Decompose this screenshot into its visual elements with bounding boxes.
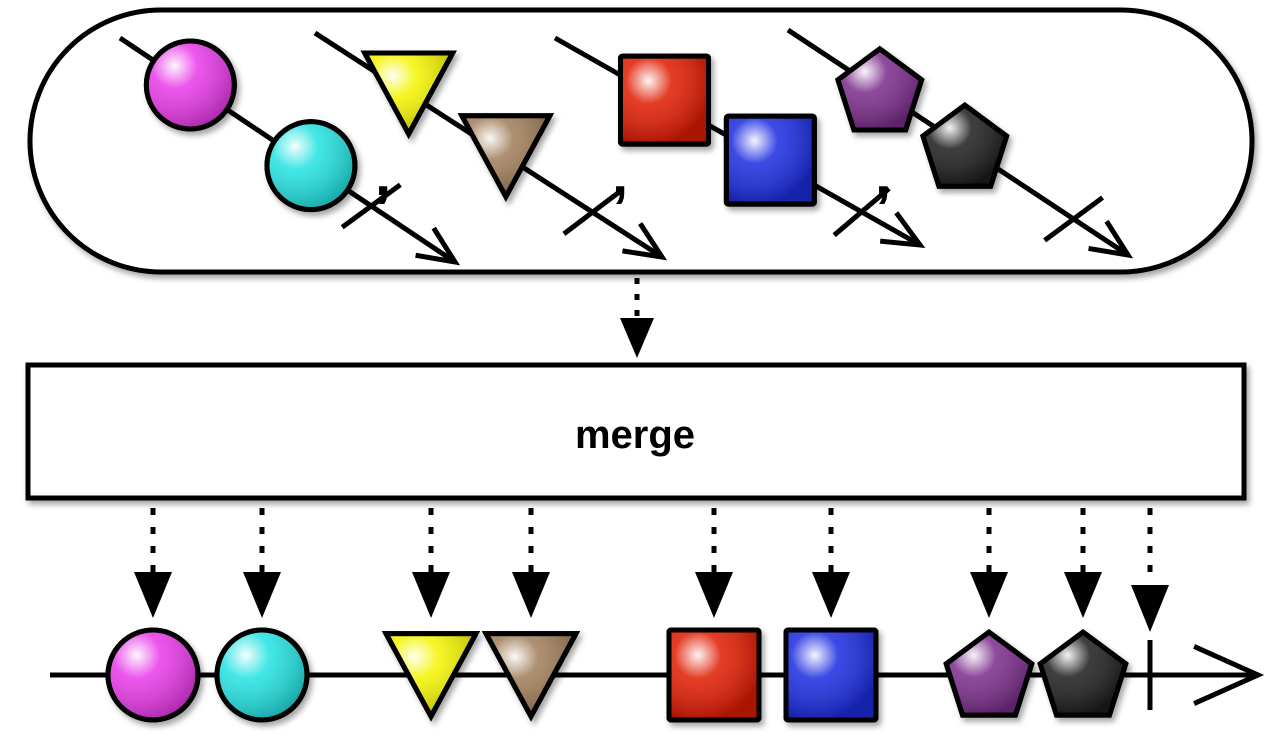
circle-marble	[143, 38, 237, 132]
operator-label: merge	[575, 413, 695, 457]
pentagon-marble	[835, 45, 925, 133]
emission-arrow	[970, 508, 1008, 618]
square-marble	[618, 53, 711, 147]
completion-tick	[1043, 195, 1105, 243]
separator-comma: ,	[612, 143, 628, 208]
source-observable-3	[553, 35, 926, 249]
emission-arrow	[134, 508, 172, 618]
circle-marble	[214, 627, 310, 723]
timeline-arrow-head	[1088, 219, 1134, 259]
pentagon-marble	[1037, 628, 1129, 718]
source-observable-4	[786, 27, 1134, 259]
emission-arrow	[1064, 508, 1102, 618]
circle-marble	[264, 119, 358, 213]
completion-tick	[832, 186, 891, 238]
pentagon-marble	[943, 628, 1035, 718]
input-arrow	[620, 278, 654, 358]
timeline-arrow-head	[879, 211, 926, 249]
separator-comma: ,	[875, 143, 891, 208]
emission-arrow	[512, 508, 550, 618]
triangle-marble	[381, 631, 481, 722]
completion-tick	[340, 182, 402, 230]
result-arrow-head	[1193, 644, 1265, 706]
emission-arrow	[243, 508, 281, 618]
square-marble	[783, 627, 879, 723]
square-marble	[723, 113, 817, 207]
emission-arrow	[812, 508, 850, 618]
timeline-arrow-head	[622, 222, 668, 261]
result-observable	[50, 508, 1265, 723]
source-observable-2	[313, 30, 668, 261]
emission-arrow	[412, 508, 450, 618]
operator-box: merge	[25, 362, 1247, 501]
pentagon-marble	[920, 102, 1010, 189]
circle-marble	[105, 627, 201, 723]
timeline-arrow-head	[415, 226, 461, 266]
triangle-marble	[457, 113, 555, 202]
square-marble	[666, 627, 762, 723]
triangle-marble	[360, 50, 457, 140]
completion-emission-arrow	[1131, 508, 1169, 632]
source-observable-1	[118, 35, 461, 266]
triangle-marble	[481, 631, 581, 722]
completion-tick	[562, 188, 623, 236]
separator-comma: ,	[375, 143, 391, 208]
emission-arrow	[695, 508, 733, 618]
source-observables: ,,,	[118, 27, 1134, 266]
